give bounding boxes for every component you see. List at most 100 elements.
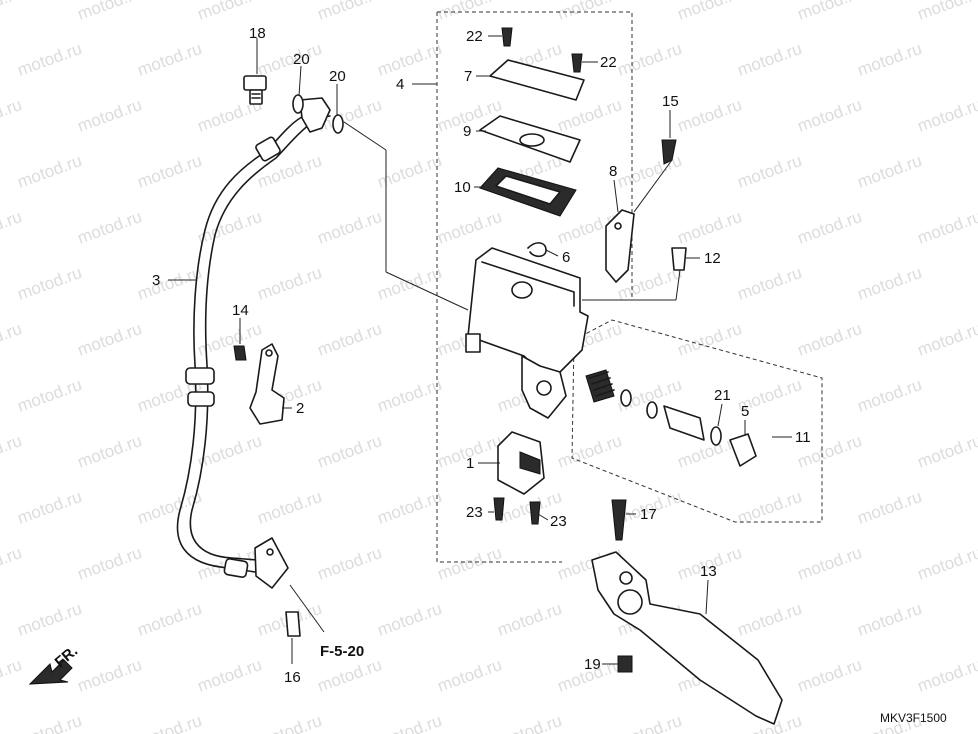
- callout-8: 8: [609, 163, 617, 180]
- callout-3: 3: [152, 272, 160, 289]
- watermark-text: motod.ru: [0, 0, 24, 24]
- watermark-text: motod.ru: [135, 487, 205, 528]
- watermark-text: motod.ru: [75, 207, 145, 248]
- watermark-text: motod.ru: [855, 151, 925, 192]
- callout-10: 10: [454, 179, 471, 196]
- watermark-text: motod.ru: [915, 207, 978, 248]
- diaphragm-plate: [479, 115, 581, 163]
- watermark-text: motod.ru: [75, 0, 145, 24]
- callout-4: 4: [396, 76, 404, 93]
- callout-13: 13: [700, 563, 717, 580]
- watermark-text: motod.ru: [735, 39, 805, 80]
- watermark-text: motod.ru: [795, 543, 865, 584]
- watermark-text: motod.ru: [435, 207, 505, 248]
- watermark-text: motod.ru: [795, 207, 865, 248]
- callout-16: 16: [284, 669, 301, 686]
- clutch-hose: [176, 97, 331, 578]
- watermark-text: motod.ru: [315, 319, 385, 360]
- watermark-text: motod.ru: [555, 95, 625, 136]
- callout-19: 19: [584, 656, 601, 673]
- watermark-text: motod.ru: [255, 487, 325, 528]
- watermark-text: motod.ru: [375, 711, 445, 734]
- watermark-text: motod.ru: [75, 319, 145, 360]
- watermark-text: motod.ru: [915, 655, 978, 696]
- watermark-text: motod.ru: [195, 0, 265, 24]
- watermark-text: motod.ru: [15, 39, 85, 80]
- watermark-text: motod.ru: [75, 655, 145, 696]
- watermark-text: motod.ru: [915, 0, 978, 24]
- callout-7: 7: [464, 68, 472, 85]
- callout-23: 23: [550, 513, 567, 530]
- callout-5: 5: [741, 403, 749, 420]
- watermark-text: motod.ru: [375, 39, 445, 80]
- clutch-switch: [497, 431, 545, 495]
- watermark-text: motod.ru: [0, 207, 24, 248]
- watermark-text: motod.ru: [555, 431, 625, 472]
- float-clip: [527, 242, 547, 258]
- callout-18: 18: [249, 25, 266, 42]
- watermark-text: motod.ru: [495, 599, 565, 640]
- clutch-lever: [591, 499, 783, 725]
- piston-set: [585, 369, 757, 467]
- cap-screw: [501, 27, 513, 47]
- watermark-text: motod.ru: [135, 151, 205, 192]
- watermark-text: motod.ru: [375, 151, 445, 192]
- watermark-text: motod.ru: [795, 655, 865, 696]
- callout-17: 17: [640, 506, 657, 523]
- watermark-text: motod.ru: [15, 599, 85, 640]
- watermark-text: motod.ru: [135, 599, 205, 640]
- reservoir-cap: [489, 59, 585, 101]
- callout-22: 22: [600, 54, 617, 71]
- switch-screw: [529, 501, 541, 525]
- watermark-text: motod.ru: [675, 207, 745, 248]
- diaphragm: [479, 167, 577, 217]
- watermark-text: motod.ru: [75, 95, 145, 136]
- callout-22: 22: [466, 28, 483, 45]
- watermark-text: motod.ru: [0, 431, 24, 472]
- watermark-text: motod.ru: [675, 0, 745, 24]
- leader-lines: [168, 35, 792, 665]
- watermark-text: motod.ru: [15, 487, 85, 528]
- watermark-text: motod.ru: [735, 263, 805, 304]
- callout-6: 6: [562, 249, 570, 266]
- watermark-text: motod.ru: [315, 431, 385, 472]
- sealing-washer: [292, 94, 344, 134]
- watermark-text: motod.ru: [75, 431, 145, 472]
- watermark-text: motod.ru: [615, 151, 685, 192]
- master-cylinder-body: [465, 247, 589, 419]
- watermark-text: motod.ru: [915, 543, 978, 584]
- watermark-text: motod.ru: [0, 319, 24, 360]
- watermark-text: motod.ru: [855, 487, 925, 528]
- watermark-text: motod.ru: [915, 319, 978, 360]
- watermark-text: motod.ru: [855, 39, 925, 80]
- callout-21: 21: [714, 387, 731, 404]
- watermark-text: motod.ru: [315, 543, 385, 584]
- callout-23: 23: [466, 504, 483, 521]
- watermark-text: motod.ru: [855, 263, 925, 304]
- pivot-bolt: [671, 247, 687, 271]
- watermark-text: motod.ru: [0, 655, 24, 696]
- master-cylinder-assembly-box-left: [436, 12, 562, 563]
- front-direction-label: FR.: [52, 643, 81, 672]
- switch-screw: [493, 497, 505, 521]
- watermark-text: motod.ru: [795, 0, 865, 24]
- watermark-text: motod.ru: [855, 599, 925, 640]
- watermark-text: motod.ru: [15, 711, 85, 734]
- callout-11: 11: [795, 429, 811, 446]
- watermark-text: motod.ru: [15, 151, 85, 192]
- watermark-text: motod.ru: [135, 711, 205, 734]
- callout-20: 20: [293, 51, 310, 68]
- watermark-text: motod.ru: [735, 599, 805, 640]
- watermark-text: motod.ru: [795, 319, 865, 360]
- watermark-text: motod.ru: [135, 263, 205, 304]
- watermark-text: motod.ru: [0, 543, 24, 584]
- watermark-text: motod.ru: [495, 711, 565, 734]
- banjo-bolt: [243, 75, 267, 105]
- hose-joint: [254, 537, 301, 637]
- watermark-text: motod.ru: [375, 375, 445, 416]
- watermark-text: motod.ru: [615, 711, 685, 734]
- callout-20: 20: [329, 68, 346, 85]
